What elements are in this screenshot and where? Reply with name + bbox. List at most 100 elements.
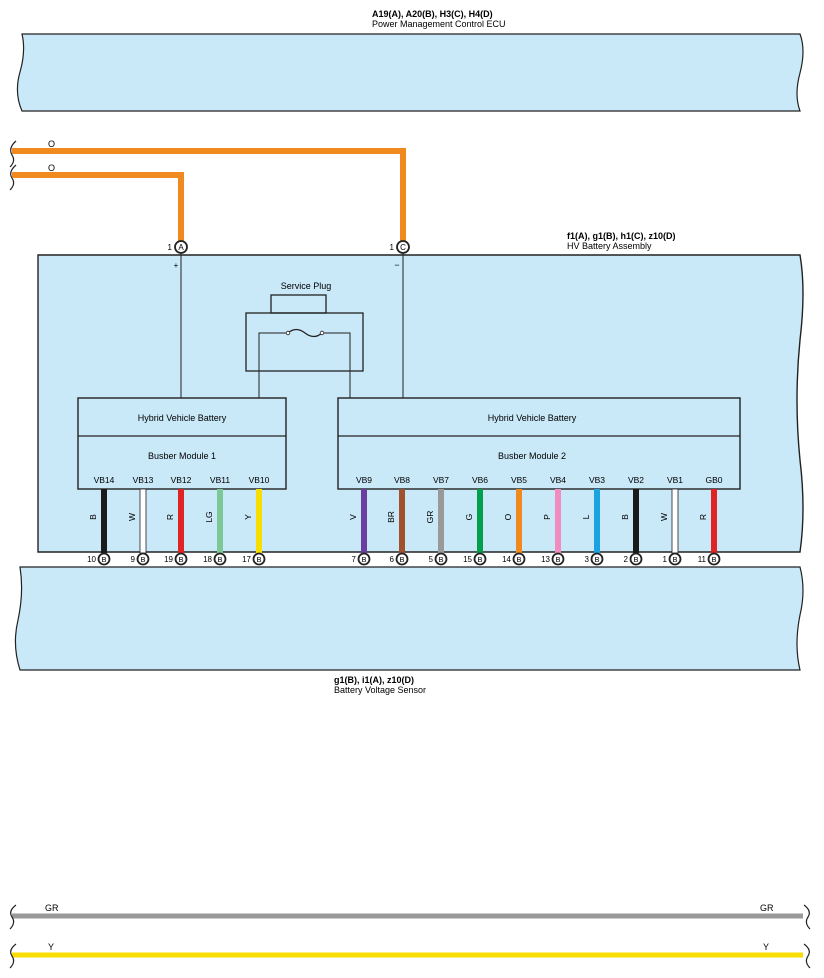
top-wire-left-break xyxy=(9,140,17,168)
connector-circle xyxy=(252,552,266,566)
module2-subtitle: Busber Module 2 xyxy=(498,451,566,461)
connector-letter: B xyxy=(711,555,716,564)
module1-title: Hybrid Vehicle Battery xyxy=(138,413,227,423)
terminal-label: VB1 xyxy=(667,475,683,485)
terminal-label: VB3 xyxy=(589,475,605,485)
connector-circle xyxy=(395,552,409,566)
connector-circle xyxy=(434,552,448,566)
bottom-break-right-1 xyxy=(803,904,811,930)
terminal-label: VB7 xyxy=(433,475,449,485)
sense-wire-vb14: VB14BB10VC14 xyxy=(87,475,115,581)
connector-letter: B xyxy=(101,555,106,564)
wire-color-code: B xyxy=(620,514,630,520)
connector-circle xyxy=(629,552,643,566)
pin-number: 7 xyxy=(352,555,357,564)
pin-number: 9 xyxy=(131,555,136,564)
wire-color-code: W xyxy=(659,513,669,521)
service-plug-body xyxy=(245,312,364,372)
pin-number: 3 xyxy=(585,555,590,564)
module1-subtitle: Busber Module 1 xyxy=(148,451,216,461)
pin-number: 1 xyxy=(663,555,668,564)
pin-number: 14 xyxy=(502,555,511,564)
terminal-label: VB12 xyxy=(171,475,192,485)
bottom-break-left-1 xyxy=(9,904,17,930)
pin-a-number: 1 xyxy=(168,243,173,252)
connector-letter: B xyxy=(438,555,443,564)
connector-letter: B xyxy=(594,555,599,564)
connector-circle xyxy=(590,552,604,566)
terminal-label: VB4 xyxy=(550,475,566,485)
pin-number: 5 xyxy=(429,555,434,564)
connector-letter: B xyxy=(399,555,404,564)
wire-color-code: BR xyxy=(386,511,396,523)
ecu-connectors-label: A19(A), A20(B), H3(C), H4(D) xyxy=(372,9,493,19)
pin-c-sign: − xyxy=(394,260,399,270)
pin-number: 18 xyxy=(203,555,212,564)
connector-circle xyxy=(213,552,227,566)
terminal-label: VB5 xyxy=(511,475,527,485)
pin-number: 19 xyxy=(164,555,173,564)
bottom-wire-gr-right-label: GR xyxy=(760,903,774,913)
busbar-module-2: Hybrid Vehicle Battery Busber Module 2 xyxy=(337,397,741,490)
wire-color-code: R xyxy=(698,514,708,520)
terminal-label: VB8 xyxy=(394,475,410,485)
connector-letter: B xyxy=(633,555,638,564)
service-plug: Service Plug xyxy=(245,281,364,398)
wire-color-code: P xyxy=(542,514,552,520)
sensor-name-label: Battery Voltage Sensor xyxy=(334,685,426,695)
terminal-label: GB0 xyxy=(705,475,722,485)
wire-body xyxy=(139,488,147,554)
bottom-wire-y-right-label: Y xyxy=(763,942,769,952)
pin-c-connector: C xyxy=(400,243,406,252)
pin-number: 2 xyxy=(624,555,629,564)
ecu-box xyxy=(16,33,804,112)
hv-assembly-name-label: HV Battery Assembly xyxy=(567,241,652,251)
sensor-connectors-label: g1(B), i1(A), z10(D) xyxy=(334,675,414,685)
wire-color-code: Y xyxy=(243,514,253,520)
connector-letter: B xyxy=(361,555,366,564)
top-wire-label-1: O xyxy=(48,139,55,149)
busbar-module-1: Hybrid Vehicle Battery Busber Module 1 xyxy=(77,397,287,490)
pin-number: 11 xyxy=(698,555,707,564)
top-wire-orange-c xyxy=(12,148,406,241)
connector-circle xyxy=(551,552,565,566)
pin-number: 6 xyxy=(390,555,395,564)
pin-number: 10 xyxy=(87,555,96,564)
sensor-box xyxy=(14,566,804,671)
terminal-label: VB2 xyxy=(628,475,644,485)
bottom-wire-y-left-label: Y xyxy=(48,942,54,952)
wire-color-code: GR xyxy=(425,511,435,524)
pin-c-number: 1 xyxy=(390,243,395,252)
wire-color-code: R xyxy=(165,514,175,520)
terminal-label: VB10 xyxy=(249,475,270,485)
connector-circle xyxy=(707,552,721,566)
connector-circle xyxy=(357,552,371,566)
wire-color-code: L xyxy=(581,514,591,519)
connector-letter: B xyxy=(477,555,482,564)
service-plug-label: Service Plug xyxy=(281,281,332,291)
connector-letter: B xyxy=(256,555,261,564)
bottom-wires: GR GR Y Y xyxy=(9,903,811,969)
terminal-label: VB13 xyxy=(133,475,154,485)
bottom-wire-gr-left-label: GR xyxy=(45,903,59,913)
hv-assembly-connectors-label: f1(A), g1(B), h1(C), z10(D) xyxy=(567,231,676,241)
bottom-break-right-2 xyxy=(803,943,811,969)
connector-letter: B xyxy=(140,555,145,564)
bottom-break-left-2 xyxy=(9,943,17,969)
connector-circle xyxy=(136,552,150,566)
fuse-icon xyxy=(287,328,323,338)
connector-circle xyxy=(174,552,188,566)
terminal-label: VB6 xyxy=(472,475,488,485)
terminal-label: VB11 xyxy=(210,475,230,485)
wire-body xyxy=(671,488,679,554)
pin-number: 17 xyxy=(242,555,251,564)
wire-color-code: W xyxy=(127,513,137,521)
ecu-name-label: Power Management Control ECU xyxy=(372,19,506,29)
connector-circle xyxy=(473,552,487,566)
terminal-label: VB14 xyxy=(94,475,115,485)
connector-letter: B xyxy=(672,555,677,564)
wire-color-code: O xyxy=(503,513,513,520)
wire-color-code: G xyxy=(464,514,474,521)
